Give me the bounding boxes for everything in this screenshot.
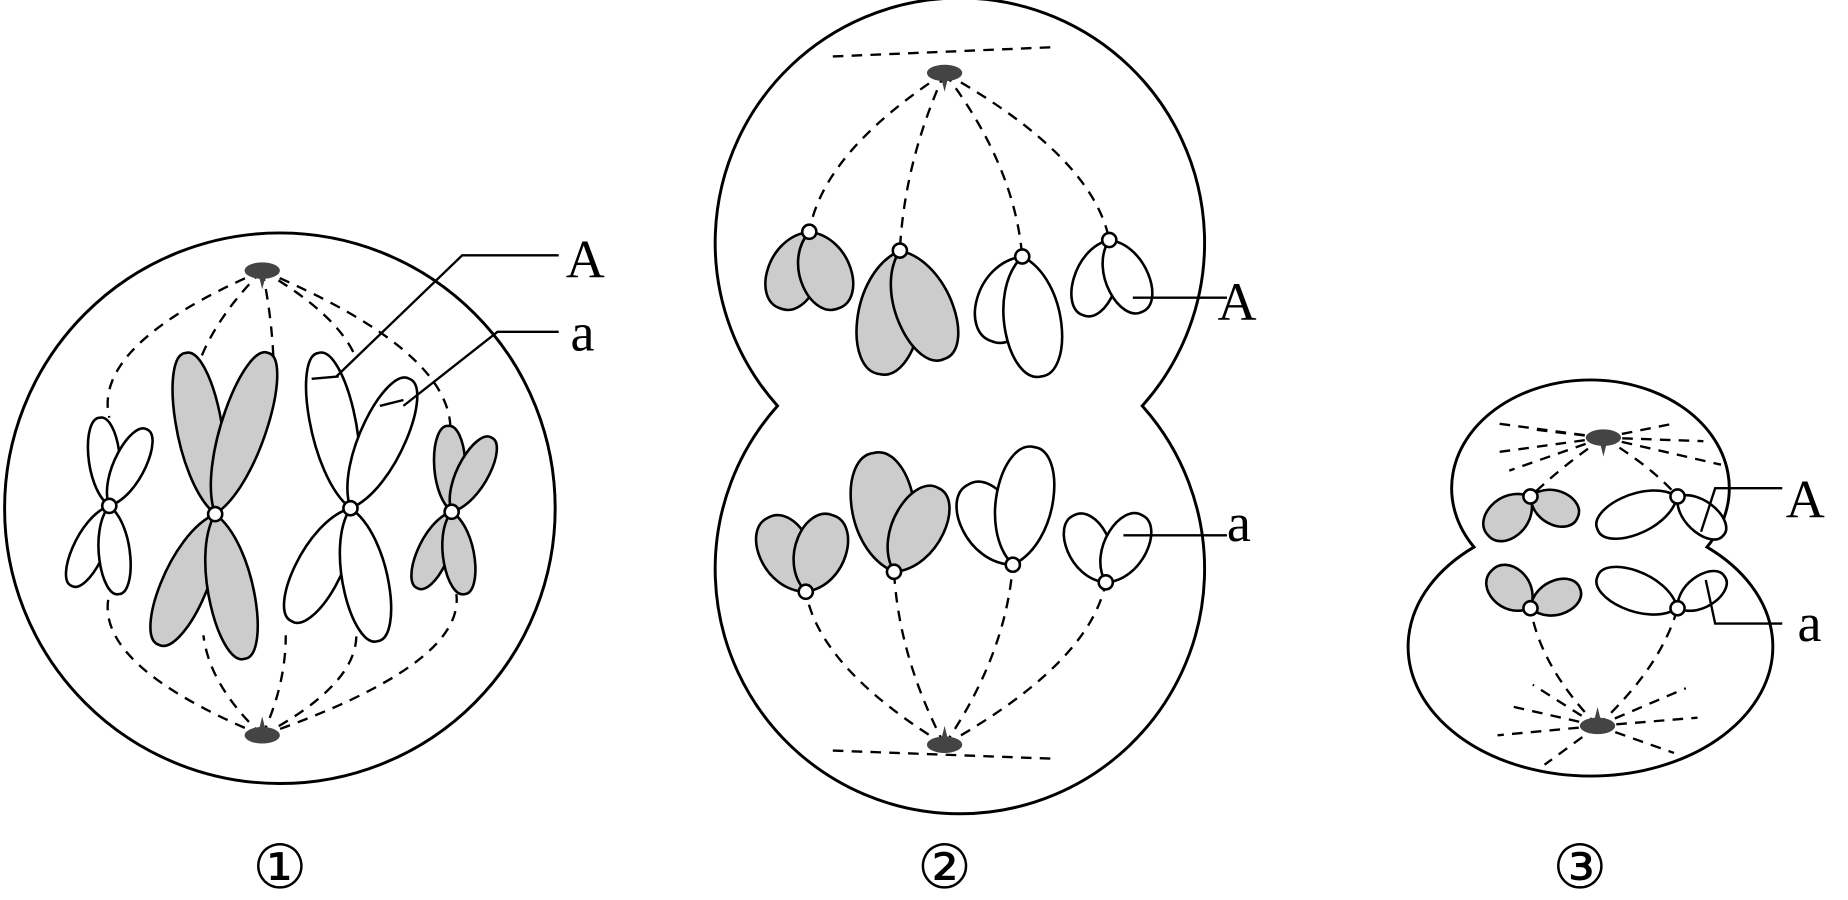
caption-cell-2: ②: [917, 832, 972, 900]
chromatid: [1676, 493, 1728, 541]
chromosomes: [64, 223, 1728, 661]
gene-locus-mark: [311, 375, 339, 380]
chromatid: [1595, 565, 1680, 616]
spindle-fiber: [804, 591, 946, 746]
centromere: [1669, 599, 1686, 617]
spindle-fiber: [1603, 436, 1704, 443]
cell-1-membrane: [3, 231, 557, 785]
spindle-fiber: [1509, 704, 1598, 728]
centromere: [1669, 488, 1686, 505]
chromatid: [1529, 577, 1583, 617]
allele-label-a-cell3: a: [1798, 593, 1822, 653]
label-leader-line: [402, 330, 559, 407]
spindle-fiber: [1597, 724, 1675, 755]
spindle-fiber: [944, 582, 1107, 746]
chromatid: [203, 512, 259, 661]
centrosome: [1592, 707, 1603, 726]
spindle-fiber: [1597, 716, 1698, 728]
centromere: [1097, 574, 1115, 591]
centromere: [1004, 556, 1022, 574]
allele-label-a-cell1: a: [570, 303, 594, 363]
spindle-fiber: [261, 635, 358, 737]
label-leader-line: [1704, 579, 1783, 625]
spindle-fiber: [898, 72, 946, 251]
allele-label-a-cell2: a: [1227, 493, 1251, 553]
gene-locus-mark: [379, 398, 404, 408]
centrosome: [939, 725, 950, 745]
label-leader-line: [335, 254, 559, 378]
spindle-fiber: [1603, 436, 1722, 466]
chromatid: [1529, 488, 1581, 528]
caption-cell-3: ③: [1552, 832, 1607, 900]
centrosome: [257, 270, 267, 290]
chromatid: [993, 445, 1056, 567]
allele-label-A-cell3: A: [1786, 470, 1825, 530]
chromatid: [889, 249, 960, 362]
spindle-fiber: [261, 593, 458, 737]
centromere: [100, 497, 118, 515]
centrosome: [939, 72, 950, 92]
chromatid: [97, 504, 132, 596]
chromatid: [105, 427, 154, 508]
centromere: [1522, 599, 1539, 617]
centrosome: [257, 716, 267, 736]
chromatid: [1595, 489, 1680, 540]
spindle-fiber: [1529, 608, 1599, 727]
centrosomes: [244, 64, 1622, 753]
centromere: [891, 242, 909, 259]
centromere: [1100, 231, 1118, 249]
cell-3-membrane: [1406, 378, 1775, 778]
spindle-fiber: [106, 593, 263, 737]
spindle-fiber: [1532, 683, 1599, 727]
spindle-fiber: [1603, 422, 1675, 439]
spindle-fiber: [202, 635, 264, 737]
centromere: [443, 503, 460, 521]
spindle-fibers: [106, 45, 1722, 766]
spindle-fiber: [1597, 687, 1687, 727]
spindle-fiber: [190, 269, 264, 389]
chromatid: [886, 484, 951, 574]
centromere: [797, 583, 815, 601]
spindle-fiber: [106, 269, 263, 418]
centromere: [342, 499, 359, 517]
spindle-fiber: [261, 269, 358, 360]
chromatid: [338, 506, 393, 643]
spindle-fiber: [1508, 436, 1604, 472]
spindle-fiber: [944, 71, 1111, 241]
spindle-fiber: [943, 564, 1014, 746]
centrosome: [1598, 437, 1609, 457]
chromatid: [1101, 238, 1154, 315]
spindle-fiber: [943, 72, 1024, 257]
chromatid: [796, 230, 855, 312]
label-leader-line: [1699, 487, 1783, 533]
chromatid: [448, 435, 499, 514]
spindle-fiber: [832, 45, 1057, 58]
centromere: [885, 563, 903, 581]
spindle-fiber: [808, 71, 946, 232]
spindle-fiber: [1596, 607, 1679, 727]
cell-2-membrane: [713, 0, 1207, 816]
chromatid: [1482, 492, 1534, 543]
centromere: [1013, 248, 1031, 265]
centromere: [1522, 488, 1539, 505]
allele-label-A-cell2: A: [1218, 272, 1257, 332]
centrosome: [926, 64, 963, 82]
chromatid: [1002, 254, 1064, 378]
chromatid: [209, 351, 279, 517]
allele-label-A-cell1: A: [566, 230, 605, 290]
centromere: [206, 505, 224, 523]
caption-cell-1: ①: [252, 832, 307, 900]
chromatid: [1676, 569, 1728, 612]
spindle-fiber: [261, 635, 287, 736]
chromatid: [346, 376, 419, 510]
spindle-fiber: [1497, 724, 1598, 737]
chromatid: [1099, 511, 1153, 584]
chromatid: [792, 512, 850, 594]
centromere: [800, 223, 818, 241]
chromatid: [1485, 563, 1534, 612]
spindle-fiber: [892, 571, 946, 746]
chromatid: [441, 510, 477, 596]
